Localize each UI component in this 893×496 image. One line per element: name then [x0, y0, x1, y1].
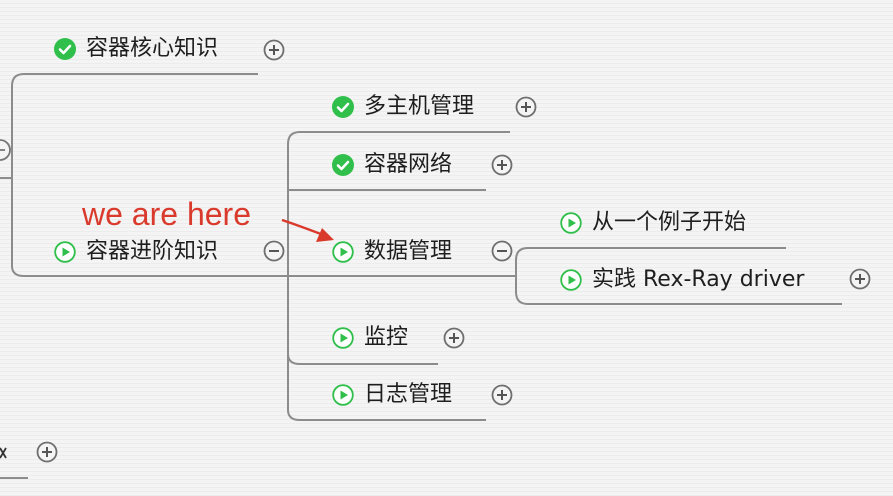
node-core[interactable]: 容器核心知识: [54, 34, 218, 64]
node-label: 容器进阶知识: [86, 239, 219, 264]
collapse-icon[interactable]: [491, 240, 513, 262]
expand-icon[interactable]: [443, 327, 465, 349]
expand-icon[interactable]: [491, 384, 513, 406]
node-data[interactable]: 数据管理: [332, 237, 452, 267]
expand-icon[interactable]: [36, 441, 58, 463]
expand-icon[interactable]: [491, 154, 513, 176]
collapse-icon[interactable]: [263, 240, 285, 262]
play-circle-icon: [332, 327, 354, 349]
node-label: 容器核心知识: [86, 36, 219, 61]
play-circle-icon: [560, 212, 582, 234]
annotation-label: we are here: [82, 196, 251, 232]
check-circle-icon: [332, 154, 354, 176]
node-advanced[interactable]: 容器进阶知识: [54, 237, 218, 267]
play-circle-icon: [332, 241, 354, 263]
node-rexray[interactable]: 实践 Rex-Ray driver: [560, 265, 804, 295]
expand-icon[interactable]: [515, 96, 537, 118]
node-label: 容器网络: [364, 152, 453, 177]
check-circle-icon: [332, 96, 354, 118]
play-circle-icon: [54, 241, 76, 263]
expand-icon[interactable]: [263, 39, 285, 61]
node-label: 数据管理: [364, 239, 453, 264]
connector-level1: [287, 131, 486, 421]
play-circle-icon: [560, 269, 582, 291]
node-example[interactable]: 从一个例子开始: [560, 208, 746, 238]
node-logs[interactable]: 日志管理: [332, 380, 452, 410]
node-label: 从一个例子开始: [592, 210, 747, 235]
node-label: 监控: [364, 325, 409, 350]
clipped-node-fragment: [0, 447, 7, 459]
check-circle-icon: [54, 38, 76, 60]
node-label: 日志管理: [364, 382, 453, 407]
annotation-arrow: [281, 218, 334, 242]
node-label: 多主机管理: [364, 94, 475, 119]
play-circle-icon: [332, 384, 354, 406]
connector-core: [11, 73, 288, 277]
node-label: 实践 Rex-Ray driver: [592, 267, 805, 292]
connector-level2: [515, 247, 842, 305]
node-multihost[interactable]: 多主机管理: [332, 92, 474, 122]
expand-icon[interactable]: [849, 268, 871, 290]
node-monitor[interactable]: 监控: [332, 323, 408, 353]
root-collapse-icon[interactable]: [0, 139, 11, 161]
node-network[interactable]: 容器网络: [332, 150, 452, 180]
